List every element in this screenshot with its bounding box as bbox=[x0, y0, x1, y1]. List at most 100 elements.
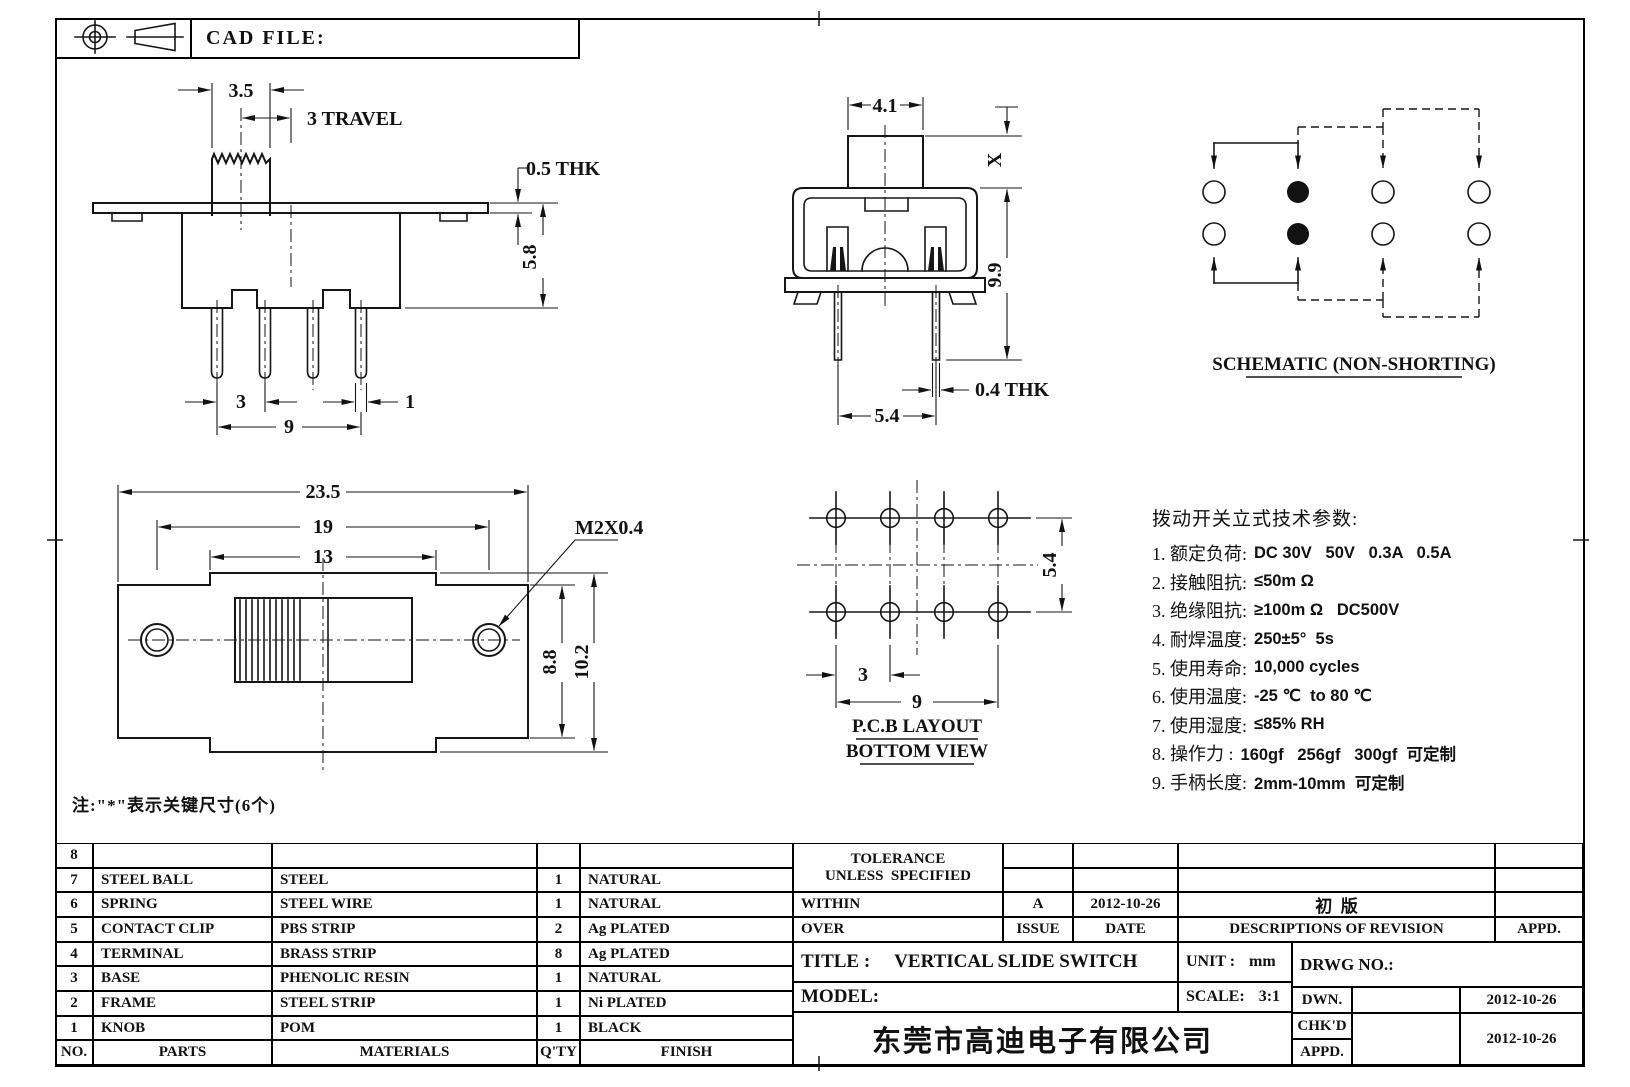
scale-label: SCALE: bbox=[1186, 988, 1245, 1005]
spec-value: ≤50m Ω bbox=[1254, 572, 1314, 591]
part-qty: 1 bbox=[537, 991, 580, 1016]
part-qty: 1 bbox=[537, 966, 580, 991]
title-value: VERTICAL SLIDE SWITCH bbox=[894, 951, 1138, 972]
spec-item: 9. 手柄长度:2mm-10mm 可定制 bbox=[1152, 768, 1617, 797]
spec-value: 160gf 256gf 300gf 可定制 bbox=[1240, 746, 1456, 765]
schematic-diagram: SCHEMATIC (NON-SHORTING) bbox=[1202, 108, 1496, 378]
part-no: 2 bbox=[55, 991, 93, 1016]
tolerance-line1: TOLERANCE bbox=[850, 850, 946, 867]
technical-parameters: 拨动开关立式技术参数: 1. 额定负荷:DC 30V 50V 0.3A 0.5A… bbox=[1152, 504, 1617, 796]
tolerance-line2: UNLESS SPECIFIED bbox=[825, 867, 971, 884]
col-header-qty: Q'TY bbox=[537, 1040, 580, 1065]
part-finish: Ag PLATED bbox=[580, 942, 793, 966]
unit-value: mm bbox=[1249, 953, 1276, 970]
part-qty: 1 bbox=[537, 1016, 580, 1040]
issue-value: A bbox=[1003, 892, 1073, 917]
parts-and-title-table: 8 7 STEEL BALL STEEL 1 NATURAL 6 SPRING … bbox=[55, 843, 1583, 1065]
within-label: WITHIN bbox=[793, 892, 1003, 917]
spec-value: DC 30V 50V 0.3A 0.5A bbox=[1254, 543, 1452, 562]
part-qty: 1 bbox=[537, 868, 580, 892]
spec-value: 250±5° 5s bbox=[1254, 629, 1334, 648]
side-view-drawing: 4.1 X 9.9 0.4 THK 5.4 bbox=[784, 95, 1050, 427]
spec-value: ≤85% RH bbox=[1254, 715, 1325, 734]
spec-value: ≥100m Ω DC500V bbox=[1254, 600, 1400, 619]
schematic-contacts bbox=[1202, 180, 1491, 246]
dimension-label: 9 bbox=[284, 416, 294, 438]
pcb-dimensions: 5.4 3 9 bbox=[806, 517, 1072, 713]
dimension-label: 3 bbox=[236, 391, 246, 413]
part-name: STEEL BALL bbox=[93, 868, 272, 892]
part-no: 1 bbox=[55, 1016, 93, 1040]
part-name: CONTACT CLIP bbox=[93, 917, 272, 942]
dimension-label: 0.4 THK bbox=[975, 379, 1050, 401]
issue-header: ISSUE bbox=[1003, 917, 1073, 942]
dimension-label: 8.8 bbox=[539, 650, 561, 675]
part-material: STEEL bbox=[272, 868, 537, 892]
spec-item: 4. 耐焊温度: 250±5° 5s bbox=[1152, 625, 1617, 654]
pcb-layout-drawing: 5.4 3 9 P.C.B LAYOUT BOTTOM VIEW bbox=[797, 480, 1072, 765]
chkd-label: CHK'D bbox=[1292, 1013, 1352, 1039]
spec-label: 5. 使用寿命: bbox=[1152, 658, 1248, 679]
side-view-geometry bbox=[784, 125, 986, 375]
dimension-label: 5.4 bbox=[1039, 553, 1061, 578]
schematic-caption: SCHEMATIC (NON-SHORTING) bbox=[1212, 354, 1495, 375]
company-name: 东莞市高迪电子有限公司 bbox=[793, 1012, 1292, 1065]
dimension-label: 3.5 bbox=[229, 80, 254, 102]
part-name: KNOB bbox=[93, 1016, 272, 1040]
spec-value: 10,000 cycles bbox=[1254, 658, 1360, 677]
dimension-label: X bbox=[984, 152, 1006, 167]
tolerance-header: TOLERANCE UNLESS SPECIFIED bbox=[793, 843, 1003, 892]
dimension-label: 3 TRAVEL bbox=[307, 108, 402, 130]
unit-cell: UNIT : mm bbox=[1178, 942, 1292, 982]
spec-item: 5. 使用寿命: 10,000 cycles bbox=[1152, 653, 1617, 682]
top-view-dimensions: 23.5 19 13 M2X0.4 8.8 bbox=[117, 481, 643, 753]
revision-description: 初 版 bbox=[1178, 892, 1495, 917]
title-row: TITLE : VERTICAL SLIDE SWITCH bbox=[793, 942, 1178, 982]
part-qty bbox=[537, 843, 580, 868]
spec-item: 2. 接触阻抗:≤50m Ω bbox=[1152, 568, 1617, 597]
appd-header: APPD. bbox=[1495, 917, 1583, 942]
chkd-appd-date: 2012-10-26 bbox=[1460, 1013, 1583, 1065]
top-view-geometry bbox=[117, 558, 529, 772]
cad-file-label: CAD FILE: bbox=[206, 27, 326, 49]
part-material: STEEL WIRE bbox=[272, 892, 537, 917]
part-finish: BLACK bbox=[580, 1016, 793, 1040]
spec-label: 4. 耐焊温度: bbox=[1152, 630, 1248, 651]
spec-item: 1. 额定负荷:DC 30V 50V 0.3A 0.5A bbox=[1152, 539, 1617, 568]
part-finish: NATURAL bbox=[580, 966, 793, 991]
revision-cell-empty bbox=[1073, 868, 1178, 892]
screw-spec-label: M2X0.4 bbox=[575, 517, 643, 539]
part-material bbox=[272, 843, 537, 868]
part-no: 4 bbox=[55, 942, 93, 966]
chkd-appd-signature-empty bbox=[1352, 1013, 1460, 1065]
part-name: BASE bbox=[93, 966, 272, 991]
dimension-label: 10.2 bbox=[571, 645, 593, 680]
title-label: TITLE : bbox=[801, 951, 871, 972]
revision-cell-empty bbox=[1003, 843, 1073, 868]
dimension-label: 3 bbox=[858, 664, 868, 686]
dwn-date: 2012-10-26 bbox=[1460, 987, 1583, 1013]
part-finish: NATURAL bbox=[580, 892, 793, 917]
dwn-signature-empty bbox=[1352, 987, 1460, 1013]
spec-value: 2mm-10mm 可定制 bbox=[1254, 775, 1405, 794]
part-no: 3 bbox=[55, 966, 93, 991]
spec-item: 7. 使用湿度: ≤85% RH bbox=[1152, 711, 1617, 740]
date-value: 2012-10-26 bbox=[1073, 892, 1178, 917]
revision-cell-empty bbox=[1178, 868, 1495, 892]
spec-label: 7. 使用湿度: bbox=[1152, 715, 1248, 736]
part-material: STEEL STRIP bbox=[272, 991, 537, 1016]
dimension-label: 5.4 bbox=[875, 405, 900, 427]
front-view-dimensions: 3.5 3 TRAVEL 0.5 THK 5.8 bbox=[178, 80, 601, 438]
dimension-label: 13 bbox=[313, 546, 333, 568]
dimension-label: 23.5 bbox=[306, 481, 341, 503]
part-name: TERMINAL bbox=[93, 942, 272, 966]
revision-cell-empty bbox=[1495, 843, 1583, 868]
part-qty: 8 bbox=[537, 942, 580, 966]
part-material: BRASS STRIP bbox=[272, 942, 537, 966]
spec-label: 8. 操作力 : bbox=[1152, 744, 1234, 765]
spec-item: 3. 绝缘阻抗:≥100m Ω DC500V bbox=[1152, 596, 1617, 625]
part-finish bbox=[580, 843, 793, 868]
revision-cell-empty bbox=[1003, 868, 1073, 892]
scale-value: 3:1 bbox=[1258, 988, 1281, 1005]
